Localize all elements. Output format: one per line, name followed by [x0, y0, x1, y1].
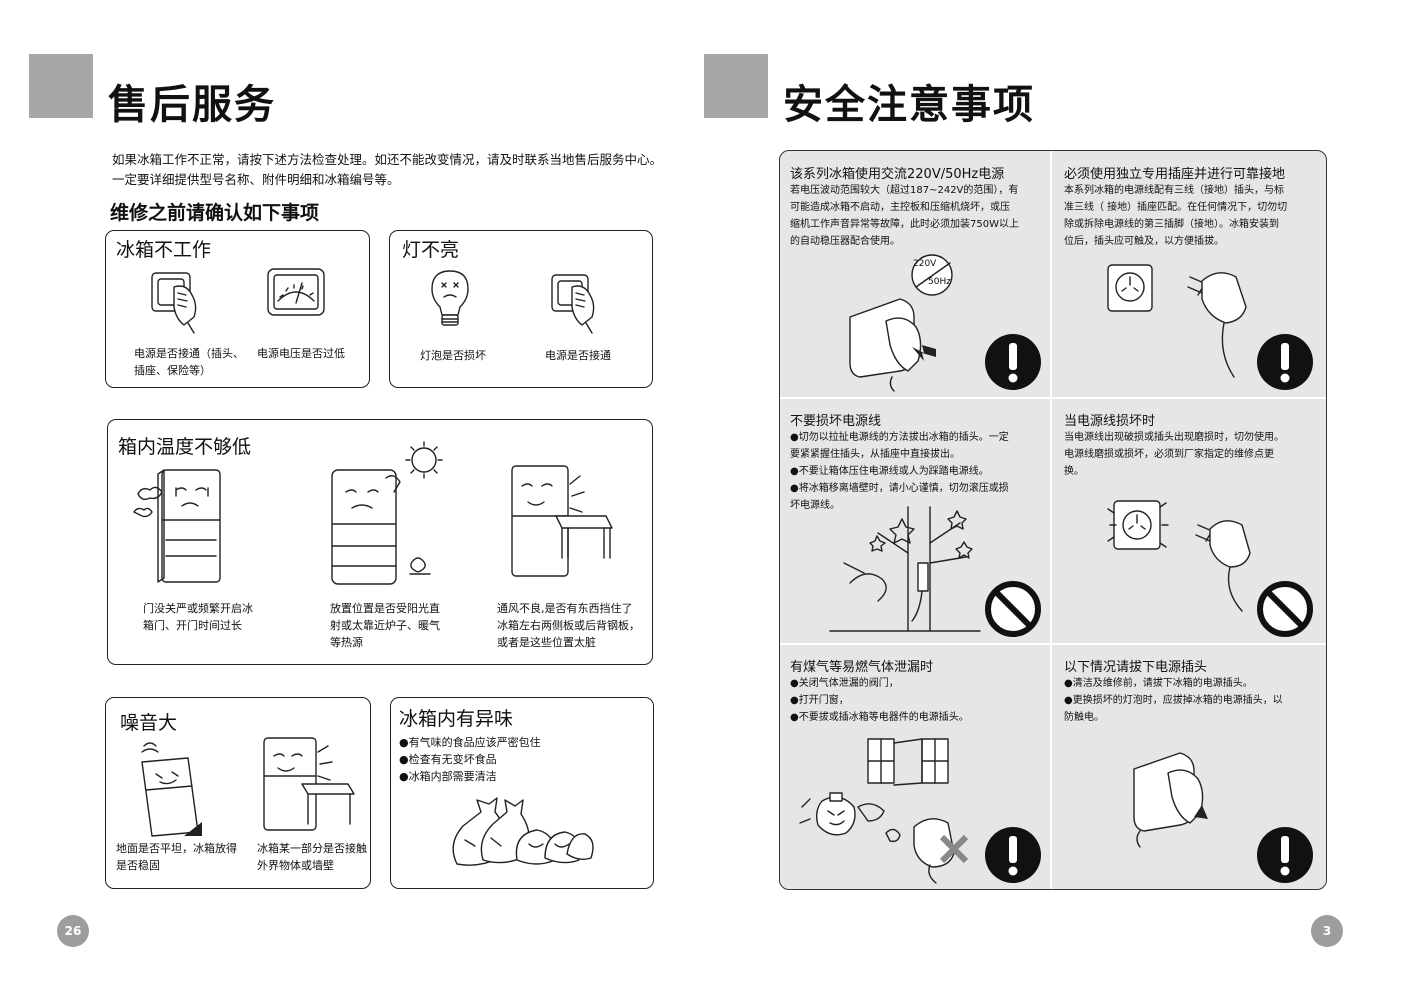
- box-noise-title: 噪音大: [120, 712, 178, 734]
- warning-mandatory-icon: [1257, 334, 1313, 390]
- grid-divider-horizontal: [780, 643, 1326, 645]
- voltage-dial-icon: [911, 254, 953, 296]
- fridge-touching-wall-icon: [263, 737, 355, 831]
- three-pin-socket-icon: [1107, 264, 1153, 312]
- cell-grounding-line: 位后，插头应可触及，以方便插拔。: [1064, 236, 1224, 247]
- cell-damaged-cord-text: 当电源线出现破损或插头出现磨损时，切勿使用。 电源线磨损或损坏，必须到厂家指定的…: [1064, 429, 1284, 480]
- cell-damaged-cord-title: 当电源线损坏时: [1064, 414, 1156, 429]
- fridge-open-door-icon: [133, 469, 221, 583]
- box-noise-caption-1: 地面是否平坦，冰箱放得是否稳固: [116, 842, 237, 872]
- title-block-left: [29, 54, 93, 118]
- cell-unplug-line: ●清洁及维修前，请拔下冰箱的电源插头。: [1064, 678, 1253, 689]
- cord-pulled-illustration: [829, 506, 981, 632]
- cell-power-line: 缩机工作声音异常等故障，此时必须加装750W以上: [790, 219, 1019, 230]
- fridge-blocked-icon: [511, 465, 613, 577]
- box-temp-caption-1: 门没关严或频繁开启冰箱门、开门时间过长: [143, 602, 253, 632]
- cell-grounding-title: 必须使用独立专用插座并进行可靠接地: [1064, 167, 1286, 182]
- cell-power-title: 该系列冰箱使用交流220V/50Hz电源: [790, 167, 1005, 182]
- box-light-off-caption-1: 灯泡是否损坏: [420, 349, 486, 362]
- cell-unplug-line: 防触电。: [1064, 712, 1104, 723]
- box-light-off: 灯不亮 灯泡是否损坏 电源是否接通: [389, 230, 653, 388]
- page-number-right: 3: [1311, 915, 1343, 947]
- unplug-hand-icon: [1133, 752, 1208, 848]
- box-light-off-title: 灯不亮: [402, 239, 460, 261]
- cell-gas-leak-text: ●关闭气体泄漏的阀门， ●打开门窗， ●不要拔或插冰箱等电器件的电源插头。: [790, 675, 969, 726]
- cell-power-line: 若电压波动范围较大（超过187~242V的范围），有: [790, 185, 1019, 196]
- box-not-working: 冰箱不工作 电源是否接通（插头、插座、保险等） 电源电压是否过低: [105, 230, 370, 388]
- broken-bulb-icon: [431, 270, 469, 326]
- box-light-off-caption-2: 电源是否接通: [545, 349, 611, 362]
- warning-mandatory-icon: [985, 827, 1041, 883]
- three-pin-plug-icon: [1187, 272, 1247, 378]
- intro-text: 如果冰箱工作不正常，请按下述方法检查处理。如还不能改变情况，请及时联系当地售后服…: [112, 152, 663, 187]
- box-temp-not-low-title: 箱内温度不够低: [118, 436, 252, 458]
- cell-unplug-text: ●清洁及维修前，请拔下冰箱的电源插头。 ●更换损坏的灯泡时，应拔掉冰箱的电源插头…: [1064, 675, 1283, 726]
- cell-cord-title: 不要损坏电源线: [790, 414, 882, 429]
- cell-grounding-line: 准三线（ 接地）插座匹配。在任何情况下，切勿切: [1064, 202, 1288, 213]
- grid-divider-vertical: [1050, 151, 1052, 889]
- box-odor-item: ●检查有无变坏食品: [399, 753, 497, 766]
- cell-power-text: 若电压波动范围较大（超过187~242V的范围），有 可能造成冰箱不启动，主控板…: [790, 182, 1019, 250]
- food-bags-icon: [452, 797, 594, 866]
- box-not-working-caption-2: 电源电压是否过低: [257, 347, 345, 360]
- damaged-plug-icon: [1195, 520, 1251, 612]
- box-odor-item: ●冰箱内部需要清洁: [399, 770, 497, 783]
- grid-divider-horizontal: [780, 397, 1326, 399]
- fridge-tilted-icon: [141, 742, 202, 837]
- cell-gas-leak-line: ●关闭气体泄漏的阀门，: [790, 678, 899, 689]
- box-temp-caption-3: 通风不良,是否有东西挡住了冰箱左右两侧板或后背钢板，或者是这些位置太脏: [497, 602, 640, 649]
- page-title-left: 售后服务: [108, 82, 276, 128]
- socket-hand-icon: [151, 272, 197, 334]
- cell-damaged-cord-line: 换。: [1064, 466, 1084, 477]
- page-number-left: 26: [57, 915, 89, 947]
- cell-cord-text: ●切勿以拉扯电源线的方法拔出冰箱的插头。一定 要紧紧握住插头，从插座中直接拔出。…: [790, 429, 1009, 514]
- voltage-dial-bottom: 50Hz: [928, 277, 951, 287]
- cell-unplug-line: ●更换损坏的灯泡时，应拔掉冰箱的电源插头，以: [1064, 695, 1283, 706]
- cell-gas-leak-line: ●不要拔或插冰箱等电器件的电源插头。: [790, 712, 969, 723]
- box-temp-not-low: 箱内温度不够低 门没关严或频繁开启冰箱门、开门时间过长 放置位置是否受阳光直射或…: [107, 419, 653, 665]
- voltage-dial-top: 220V: [913, 259, 937, 269]
- box-noise: 噪音大 地面是否平坦，冰箱放得是否稳固 冰箱某一部分是否接触外界物体或墙壁: [105, 697, 371, 889]
- safety-grid: 该系列冰箱使用交流220V/50Hz电源 若电压波动范围较大（超过187~242…: [779, 150, 1327, 890]
- cell-cord-line: 要紧紧握住插头，从插座中直接拔出。: [790, 449, 960, 460]
- cell-power-line: 的自动稳压器配合使用。: [790, 236, 900, 247]
- damaged-socket-icon: [1107, 500, 1169, 550]
- box-odor-list: ●有气味的食品应该严密包住 ●检查有无变坏食品 ●冰箱内部需要清洁: [399, 734, 541, 785]
- socket-hand-icon: [551, 274, 595, 334]
- section-subhead: 维修之前请确认如下事项: [110, 202, 320, 224]
- cell-unplug-title: 以下情况请拔下电源插头: [1064, 660, 1208, 675]
- gas-leak-illustration: [799, 738, 969, 884]
- cell-gas-leak-title: 有煤气等易燃气体泄漏时: [790, 660, 934, 675]
- box-not-working-caption-1: 电源是否接通（插头、插座、保险等）: [134, 347, 244, 377]
- title-block-right: [704, 54, 768, 118]
- prohibition-icon: [1257, 581, 1313, 637]
- cell-cord-line: ●切勿以拉扯电源线的方法拔出冰箱的插头。一定: [790, 432, 1009, 443]
- cell-damaged-cord-line: 电源线磨损或损坏，必须到厂家指定的维修点更: [1064, 449, 1274, 460]
- cell-grounding-line: 本系列冰箱的电源线配有三线（接地）插头，与标: [1064, 185, 1284, 196]
- cell-cord-line: ●不要让箱体压住电源线或人为踩踏电源线。: [790, 466, 989, 477]
- box-not-working-title: 冰箱不工作: [116, 239, 212, 261]
- plug-socket-hand-icon: [849, 298, 936, 392]
- warning-mandatory-icon: [985, 334, 1041, 390]
- box-temp-caption-2: 放置位置是否受阳光直射或太靠近炉子、暖气等热源: [330, 602, 440, 649]
- box-odor: 冰箱内有异味 ●有气味的食品应该严密包住 ●检查有无变坏食品 ●冰箱内部需要清洁: [390, 697, 654, 889]
- fridge-sunlight-icon: [331, 441, 443, 585]
- cell-damaged-cord-line: 当电源线出现破损或插头出现磨损时，切勿使用。: [1064, 432, 1284, 443]
- prohibition-icon: [985, 581, 1041, 637]
- box-noise-caption-2: 冰箱某一部分是否接触外界物体或墙壁: [257, 842, 367, 872]
- cell-gas-leak-line: ●打开门窗，: [790, 695, 849, 706]
- voltmeter-icon: [267, 268, 325, 316]
- cell-cord-line: ●将冰箱移离墙壁时，请小心谨慎，切勿滚压或损: [790, 483, 1009, 494]
- cell-grounding-text: 本系列冰箱的电源线配有三线（接地）插头，与标 准三线（ 接地）插座匹配。在任何情…: [1064, 182, 1287, 250]
- box-odor-title: 冰箱内有异味: [399, 708, 514, 730]
- cell-power-line: 可能造成冰箱不启动，主控板和压缩机烧坏，或压: [790, 202, 1010, 213]
- cell-grounding-line: 除或拆除电源线的第三插脚（接地）。冰箱安装到: [1064, 219, 1279, 230]
- warning-mandatory-icon: [1257, 827, 1313, 883]
- box-odor-item: ●有气味的食品应该严密包住: [399, 736, 541, 749]
- cell-cord-line: 坏电源线。: [790, 500, 840, 511]
- page-title-right: 安全注意事项: [783, 82, 1035, 128]
